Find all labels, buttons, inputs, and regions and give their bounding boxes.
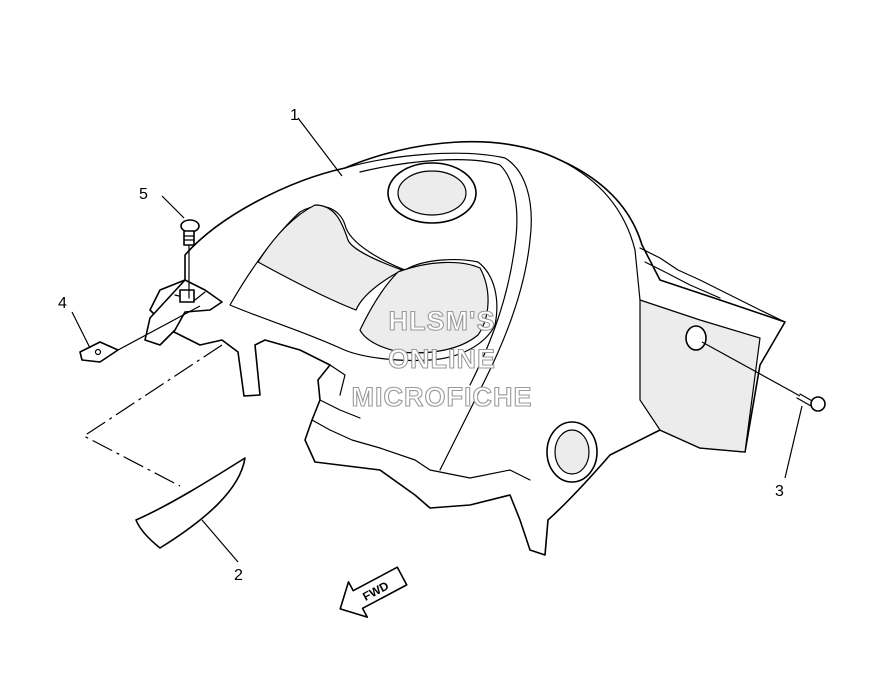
callout-4: 4 [58,295,67,312]
screw-part-5[interactable] [180,219,200,299]
callout-3: 3 [775,483,784,500]
alignment-line [82,344,223,487]
watermark-line-1: HLSM'S [389,306,496,336]
watermark: HLSM'S ONLINE MICROFICHE [351,305,533,412]
callout-2: 2 [234,567,243,584]
callout-5: 5 [139,186,148,203]
tank-cover-part[interactable] [149,140,786,556]
decal-part[interactable] [135,457,246,549]
bracket-left[interactable] [144,279,223,346]
watermark-line-3: MICROFICHE [352,382,533,412]
screw-part-3[interactable] [796,393,826,412]
forward-direction-arrow: FWD [339,566,408,618]
clip-nut-part-4[interactable] [79,341,119,363]
leader-lines [71,117,803,563]
callout-1: 1 [290,107,299,124]
watermark-line-2: ONLINE [388,344,496,374]
